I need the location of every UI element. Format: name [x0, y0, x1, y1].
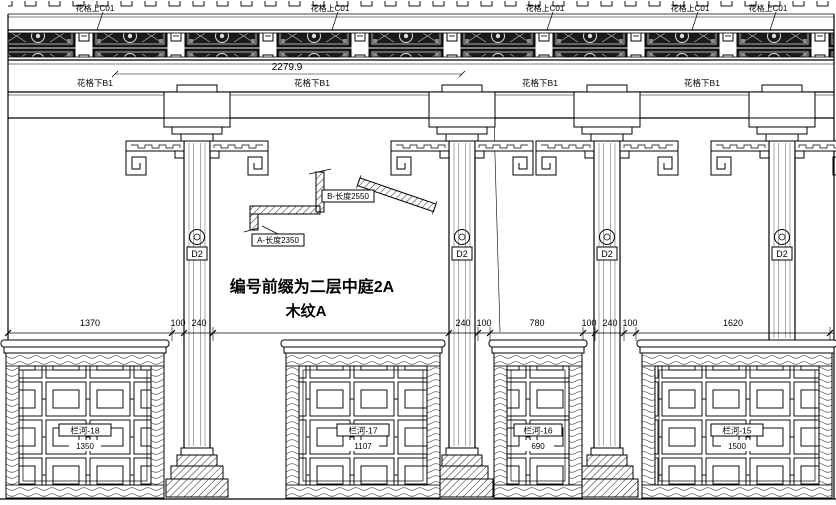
top-label-3: 花格上C01	[526, 3, 565, 13]
panel-label: 栏河-16	[523, 426, 553, 436]
note-line1: 编号前缀为二层中庭2A	[230, 277, 395, 296]
dim-240c: 240	[602, 318, 617, 328]
railing-panel-1: 栏河-18 1350	[0, 339, 170, 499]
sub-labels: 花格下B1 花格下B1 花格下B1 花格下B1	[77, 78, 720, 88]
top-label-2: 花格上C01	[311, 3, 350, 13]
note-text: 编号前缀为二层中庭2A 木纹A	[230, 277, 395, 320]
railing-panel-4: 栏河-15 1500	[636, 339, 836, 499]
dim-1370: 1370	[80, 318, 100, 328]
detail-b-label: B-长度2550	[327, 191, 369, 201]
note-line2: 木纹A	[285, 302, 327, 320]
detail-annotation: B-长度2550 A-长度2350	[243, 168, 438, 247]
top-parapet	[8, 1, 834, 18]
mid-label-4: 花格下B1	[684, 78, 720, 88]
panel-value: 690	[531, 442, 545, 451]
top-label-5: 花格上C01	[749, 3, 788, 13]
column-3: D2	[535, 84, 679, 498]
column-tag: D2	[776, 249, 788, 259]
frieze-band	[7, 29, 835, 65]
mid-label-3: 花格下B1	[522, 78, 558, 88]
column-4: D2	[710, 84, 836, 340]
column-1: D2	[125, 84, 269, 498]
column-tag: D2	[191, 249, 203, 259]
leader-line	[493, 119, 501, 333]
column-2: D2	[390, 84, 534, 498]
dim-100c: 100	[581, 318, 596, 328]
column-tag: D2	[456, 249, 468, 259]
top-label-1: 花格上C01	[76, 3, 115, 13]
beam	[8, 91, 834, 119]
dim-240a: 240	[191, 318, 206, 328]
top-labels: 花格上C01 花格上C01 花格上C01 花格上C01 花格上C01	[76, 3, 788, 31]
panel-value: 1107	[354, 442, 372, 451]
dimension-row: 1370 100 240 240 100 780 100 240 100 162…	[4, 318, 834, 341]
panel-label: 栏河-17	[348, 426, 378, 436]
dim-100a: 100	[170, 318, 185, 328]
detail-a-label: A-长度2350	[257, 235, 299, 245]
mid-label-2: 花格下B1	[294, 78, 330, 88]
dim-100d: 100	[622, 318, 637, 328]
panel-value: 1500	[728, 442, 746, 451]
dim-1620: 1620	[723, 318, 743, 328]
panel-label: 栏河-18	[70, 426, 100, 436]
top-label-4: 花格上C01	[671, 3, 710, 13]
panel-label: 栏河-15	[722, 426, 752, 436]
overall-dim-value: 2279.9	[272, 62, 303, 73]
panel-value: 1350	[76, 442, 94, 451]
medallion-icon	[454, 229, 470, 245]
medallion-icon	[599, 229, 615, 245]
dim-100b: 100	[476, 318, 491, 328]
railing-panel-2: 栏河-17 1107	[280, 339, 446, 499]
medallion-icon	[774, 229, 790, 245]
medallion-icon	[189, 229, 205, 245]
mid-label-1: 花格下B1	[77, 78, 113, 88]
dim-780: 780	[529, 318, 544, 328]
railing-panel-3: 栏河-16 690	[488, 339, 588, 499]
overall-dimension: 2279.9	[111, 62, 466, 78]
dim-240b: 240	[455, 318, 470, 328]
column-tag: D2	[601, 249, 613, 259]
